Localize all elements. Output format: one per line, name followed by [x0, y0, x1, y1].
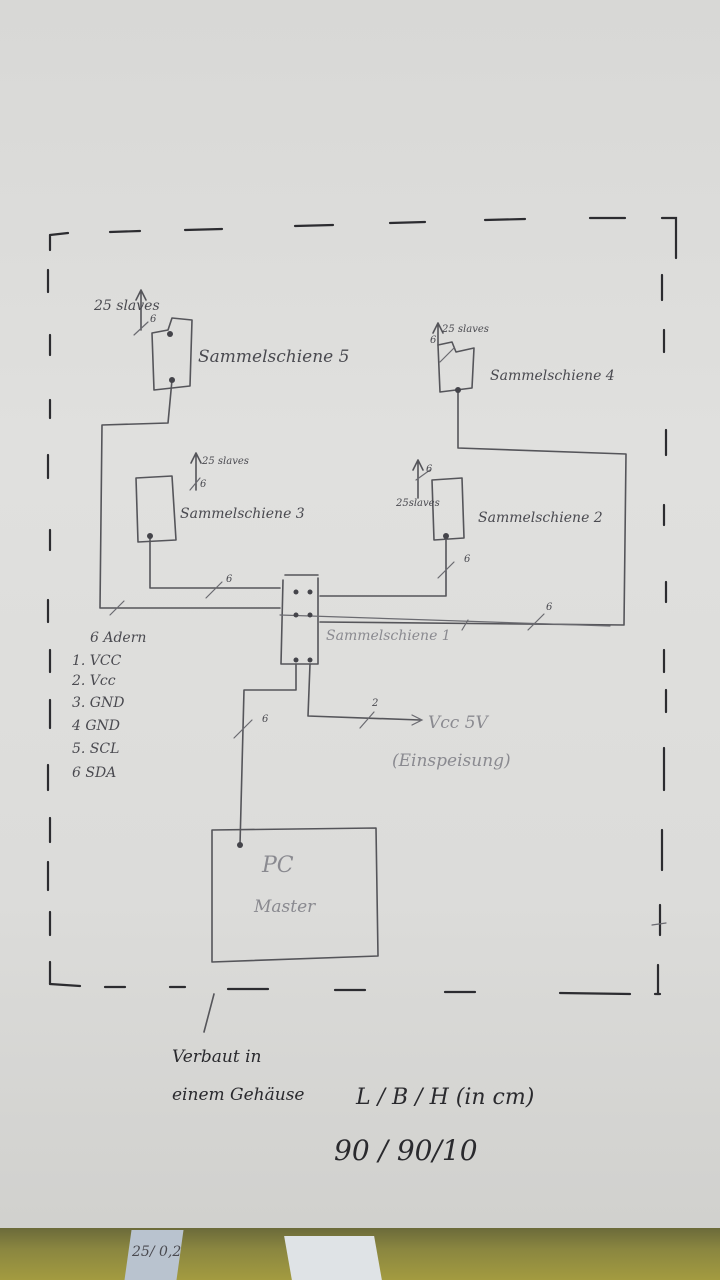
bus3-slaves: 25 slaves: [201, 456, 249, 467]
wirecount-bus2-link: 6: [546, 602, 553, 613]
bus1-terminal-b: [307, 589, 313, 595]
enclosure-note-line1: Verbaut in: [172, 1047, 262, 1067]
master-label-pc: PC: [261, 853, 294, 878]
bus2-label: Sammelschiene 2: [478, 510, 603, 526]
bus3-terminal: [147, 533, 153, 539]
master-label: Master: [253, 897, 316, 917]
bus1-label: Sammelschiene 1: [326, 628, 451, 644]
wirecount-master-link: 6: [262, 714, 269, 725]
cable-legend-item-6: 6 SDA: [72, 765, 116, 781]
connection-dots: [147, 331, 461, 848]
bus2-wires-top: 6: [426, 464, 433, 475]
bus4-slaves: 25 slaves: [441, 324, 489, 335]
bus4-wires: 6: [430, 335, 437, 346]
power-sublabel: (Einspeisung): [392, 751, 511, 771]
bus5-slaves: 25 slaves: [93, 298, 160, 314]
cable-legend-title: 6 Adern: [90, 630, 146, 646]
bus2-terminal: [443, 533, 449, 539]
power-label: Vcc 5V: [428, 713, 490, 733]
bus3-label: Sammelschiene 3: [180, 506, 305, 522]
bus1-terminal-f: [307, 657, 313, 663]
bus5-wires: 6: [150, 314, 157, 325]
bus1-terminal-a: [293, 589, 299, 595]
bus1-terminal-c: [293, 612, 299, 618]
bus2-slaves: 25slaves: [395, 498, 440, 509]
cable-legend-item-3: 3. GND: [72, 695, 124, 711]
bus1-terminal-e: [293, 657, 299, 663]
bus1-terminal-d: [307, 612, 313, 618]
cable-legend-item-1: 1. VCC: [72, 653, 122, 669]
bus5-terminal: [167, 331, 173, 337]
bus4-label: Sammelschiene 4: [490, 368, 615, 384]
enclosure-note-line2: einem Gehäuse: [172, 1085, 305, 1105]
wiring: [99, 289, 627, 1033]
bus5-label: Sammelschiene 5: [198, 347, 349, 367]
wirecount-power-link: 2: [371, 698, 378, 709]
enclosure-dims-value: 90 / 90/10: [334, 1134, 478, 1167]
master-terminal: [237, 842, 243, 848]
bus2-wires-bottom: 6: [464, 554, 471, 565]
enclosure-dims-label: L / B / H (in cm): [355, 1085, 534, 1110]
margin-scrap-text: 25/ 0,2: [131, 1244, 181, 1260]
cable-legend-item-5: 5. SCL: [72, 741, 119, 757]
wirecount-bus3-link: 6: [226, 574, 233, 585]
cable-legend: 6 Adern 1. VCC 2. Vcc 3. GND 4 GND 5. SC…: [71, 630, 146, 781]
cable-legend-item-4: 4 GND: [71, 718, 120, 734]
enclosure-border: [46, 216, 678, 996]
cable-legend-item-2: 2. Vcc: [71, 673, 116, 689]
bus4-terminal: [455, 387, 461, 393]
enclosure-note: Verbaut in einem Gehäuse L / B / H (in c…: [172, 1047, 534, 1167]
bus5-terminal-2: [169, 377, 175, 383]
bus3-wires: 6: [200, 479, 207, 490]
